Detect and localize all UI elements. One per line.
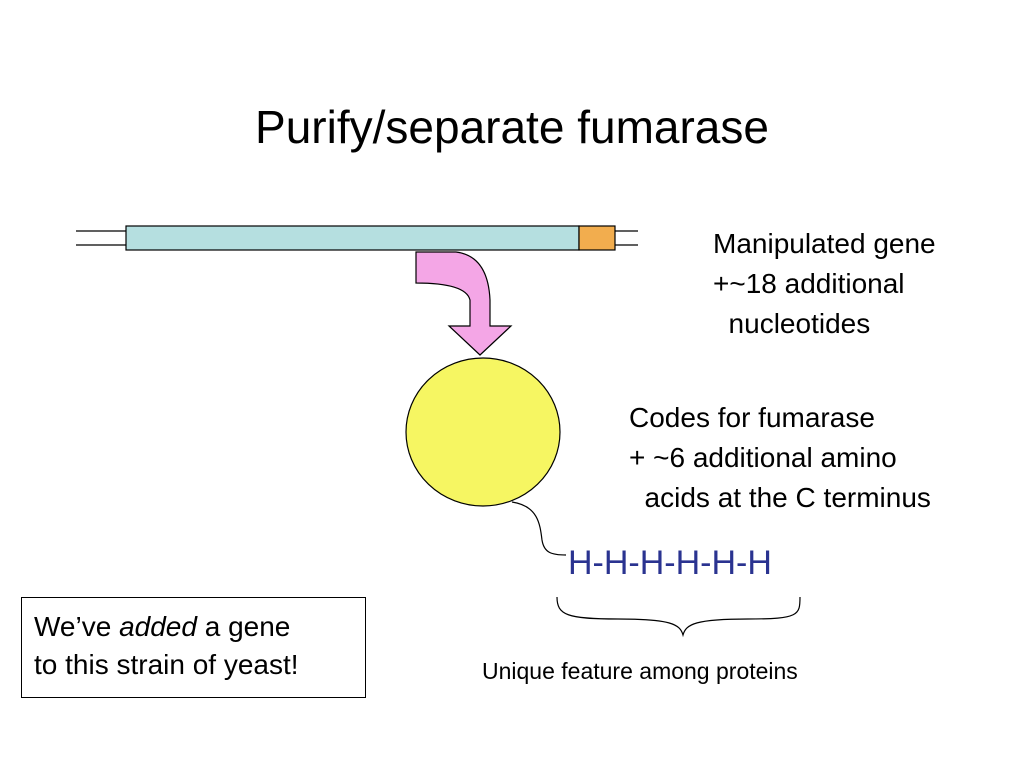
unique-feature-label: Unique feature among proteins [482,658,798,684]
callout-line-2: to this strain of yeast! [34,649,299,680]
gene-label: Manipulated gene +~18 additional nucleot… [713,224,936,344]
protein-label-line-2: + ~6 additional amino [629,442,897,473]
callout-emphasis: added [119,611,197,642]
curly-brace [556,596,801,638]
callout-box: We’ve added a gene to this strain of yea… [21,597,366,698]
gene-body [125,225,580,251]
curved-arrow [415,251,513,356]
gene-label-line-2: +~18 additional [713,268,905,299]
protein-label-line-3: acids at the C terminus [629,482,931,513]
gene-label-line-3: nucleotides [713,308,871,339]
his-tag-label: H-H-H-H-H-H [568,544,772,582]
slide-title: Purify/separate fumarase [255,100,769,153]
callout-line-1: We’ve added a gene [34,608,365,646]
callout-text-after: a gene [196,611,291,642]
protein-circle [405,357,561,507]
dna-strand [76,230,638,246]
callout-text-before: We’ve [34,611,120,642]
protein-tail [511,501,567,556]
protein-label-line-1: Codes for fumarase [629,402,875,433]
gene-tag [578,225,616,251]
gene-label-line-1: Manipulated gene [713,228,936,259]
protein-label: Codes for fumarase + ~6 additional amino… [629,398,931,518]
